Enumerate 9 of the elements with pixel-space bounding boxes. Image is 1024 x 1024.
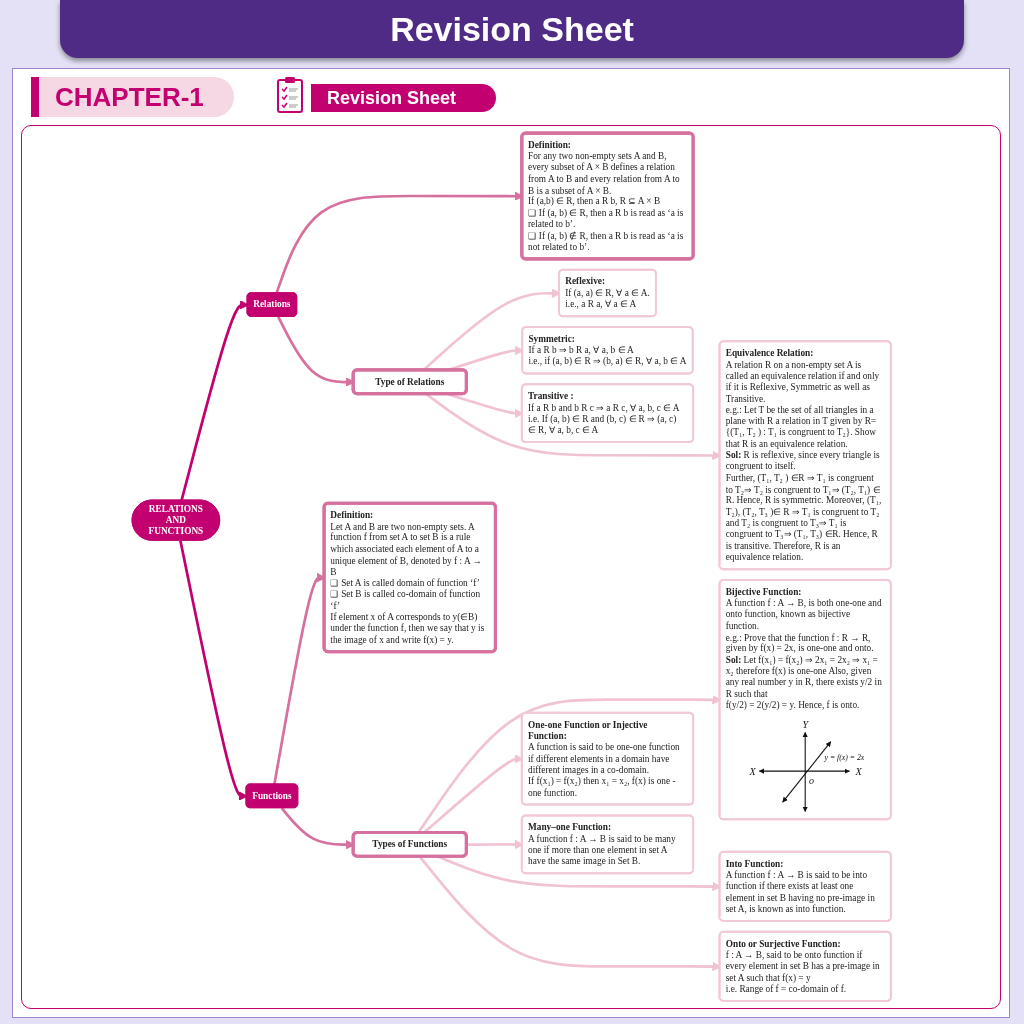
axis-label: X — [748, 766, 756, 778]
origin-label: o — [808, 774, 814, 786]
diagram-frame: Reflexive: If (a, a) ∈ R, ∀ a ∈ A. i.e., a R a, ∀ a ∈ A Symmetric: If a R b ⇒ b R a, ∀ a, b ∈ A i.e., if (a, b) ∈ R ⇒ (b, a) ∈ R, ∀ a, b ∈ A Transitive : If a R b and b R c ⇒ a R c, ∀ a, b, c ∈ A i.e. If (a, b) ∈ R and (b, c) ∈ R ⇒ (a, c) ∈ R, ∀ a, b, c ∈ A Equivalence Relation: A relation R on a non-empty set A is called an equivalence relation if and only if it is Reflexive, Symmetric as well as Transitive. e.g.: Let T be the set of all triangles in a plane with R a relation in T given by R={(T₁, T₂ ) : T₁ is congruent to T₂}. Show that R is an equivalence relation. Sol: R is reflexive, since every triangle is congruent to itself. Further, (T₁, T₂ ) ∈R ⇒ T₁ is congruent to T₂⇒ T₂ is congruent to T₁⇒ (T₂, T₁) ∈ R. Hence, R is symmetric. Moreover, (T₁, T₂), (T₂, T₃ )∈ R ⇒ T₁ is congruent to T₂ and T₂ is congruent to T₃⇒ T₁ is congruent to T₃⇒ (T₁, T₃) ∈R. Hence, R is transitive. Therefore, R is an equivalence relation. Definition: For any two non-empty sets A and B, every subset of A × B defines a relation from A to B and every relation from A to B is a subset of A × B. If (a,b) ∈ R, then a R b, R ⊆ A × B ❑ If (a, b) ∈ R, then a R b is read as ‘a is related to b’. ❑ If (a, b) ∉ R, then a R b is read as ‘a is not related to b’. Type of Relations Relations RELATIONS AND FUNCTIONS Bijective Function: A function f : A → B, is both one-one and onto function, known as bijective function. e.g.: Prove that the function f : R → R, given by f(x) = 2x, is one-one and onto. Sol: Let f(x₁) = f(x₂) ⇒ 2x₁ = 2x₂ ⇒ x₁ = x₂ therefore f(x) is one-one Also, given any real number y in R, there exists y/2 in R such that f(y/2) = 2(y/2) = y. Hence, f is onto. Y y = f(x) = 2x X X o Definition: Let A and B are two non-empty sets. A function f from set A to set B is a rule which associated each element of A to a unique element of B, denoted by f : A → B ❑ Set A is called domain of function ‘f’ ❑ Set B is called co-domain of function ‘f’ If element x of A corresponds to y(∈B) under the function f, then we say that y is the image of x and write f(x) = y. Functions Types of Functions One-one Function or Injective Function: A function is said to be one-one function if different elements in a domain have different images in a co-domain. If f(x₁) = f(x₂) then x₁ = x₂, f(x) is one - one function. Many–one Function: A function f : A → B is said to be many one if more than one element in set A have the same image in Set B. Into Function: A function f : A → B is said to be into function if there exists at least one element in set B having no pre-image in set A, is known as into function. Onto or Surjective Function: f : A → B, said to be onto function if every element in set B has a pre-image in set A such that f(x) = y i.e. Range of f = co-domain of f. — [21, 125, 1001, 1009]
axis-label: Y — [801, 718, 808, 730]
page-title: Revision Sheet — [390, 9, 634, 49]
section-tag: Revision Sheet — [311, 84, 497, 112]
chapter-tab: CHAPTER-1 — [31, 77, 234, 117]
axis-label: X — [855, 766, 862, 778]
line-label: y = f(x) = 2x — [824, 753, 864, 763]
